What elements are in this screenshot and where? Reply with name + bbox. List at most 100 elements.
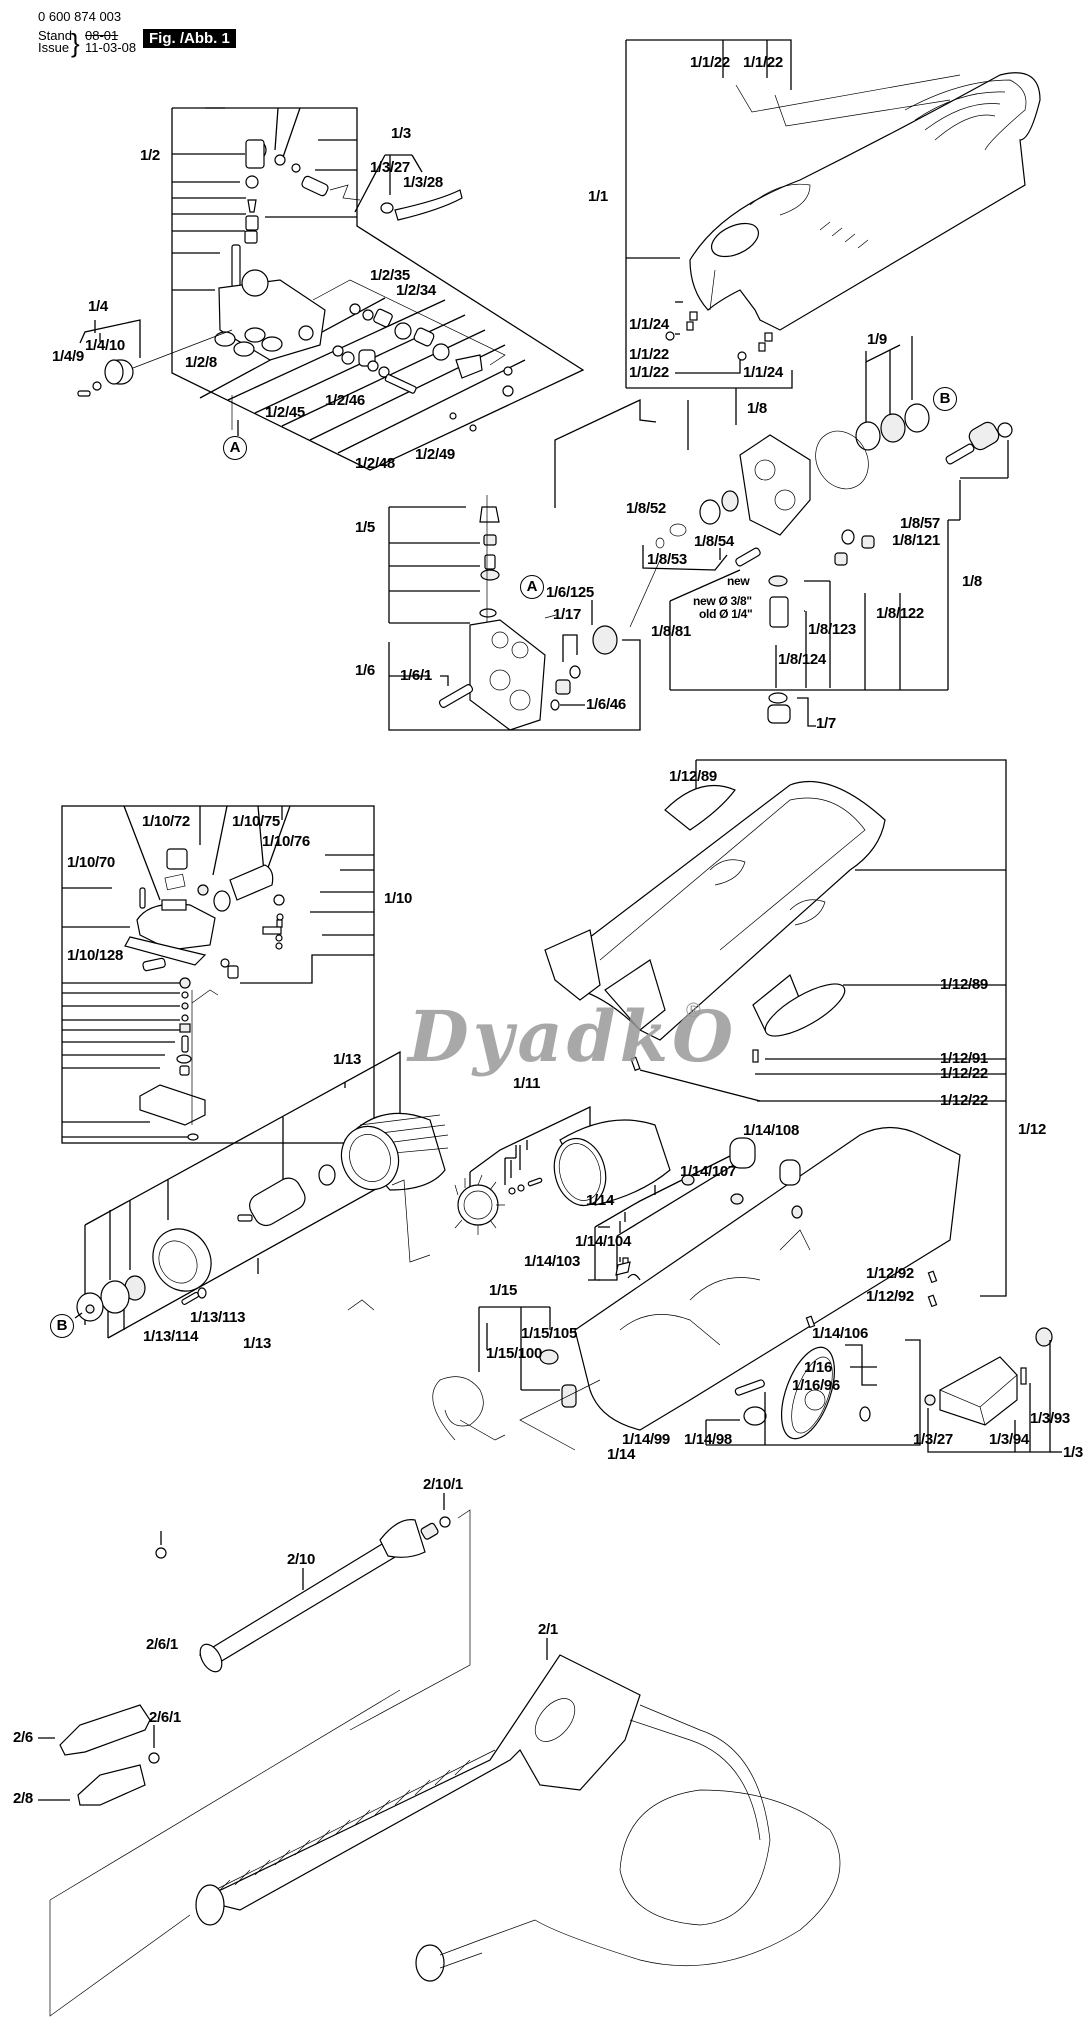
label-1-14-108: 1/14/108 xyxy=(743,1122,799,1139)
label-1-13-114: 1/13/114 xyxy=(143,1328,199,1345)
label-1-3-right: 1/3 xyxy=(1063,1444,1083,1461)
label-1-6-1: 1/6/1 xyxy=(400,667,432,684)
label-1-1-22-a: 1/1/22 xyxy=(690,54,730,71)
label-1-14-107: 1/14/107 xyxy=(680,1163,736,1180)
label-1-14-106: 1/14/106 xyxy=(812,1325,868,1342)
label-2-8: 2/8 xyxy=(13,1790,33,1807)
label-1-1-22-b: 1/1/22 xyxy=(743,54,783,71)
label-1-5: 1/5 xyxy=(355,519,375,536)
label-1-8-top: 1/8 xyxy=(747,400,767,417)
label-1-6-46: 1/6/46 xyxy=(586,696,626,713)
group-1-12-handle xyxy=(544,759,1007,1446)
label-1-14: 1/14 xyxy=(586,1192,614,1209)
label-1-9: 1/9 xyxy=(867,331,887,348)
group-1-5-1-6 xyxy=(388,495,661,731)
label-1-12-91: 1/12/91 xyxy=(940,1050,988,1067)
label-1-14-bottom: 1/14 xyxy=(607,1446,635,1463)
label-1-1-24-a: 1/1/24 xyxy=(629,316,669,333)
part-number: 0 600 874 003 xyxy=(38,9,122,24)
label-1-13-bottom: 1/13 xyxy=(243,1335,271,1352)
label-2-10-1: 2/10/1 xyxy=(423,1476,463,1493)
label-1-8-121: 1/8/121 xyxy=(892,532,940,549)
label-1-8-52: 1/8/52 xyxy=(626,500,666,517)
label-1-12-89-b: 1/12/89 xyxy=(940,976,988,993)
issue-label: Issue xyxy=(38,40,70,55)
label-1-15-105: 1/15/105 xyxy=(521,1325,577,1342)
label-1-2-35: 1/2/35 xyxy=(370,267,410,284)
label-1-15: 1/15 xyxy=(489,1282,517,1299)
label-1-14-99: 1/14/99 xyxy=(622,1431,670,1448)
label-1-10-75: 1/10/75 xyxy=(232,813,280,830)
label-1-10-70: 1/10/70 xyxy=(67,854,115,871)
callout-a-1-2: A xyxy=(223,436,247,460)
issue-value: 11-03-08 xyxy=(85,40,137,55)
label-1-6: 1/6 xyxy=(355,662,375,679)
label-1-13-113: 1/13/113 xyxy=(190,1309,246,1326)
brace-symbol: } xyxy=(71,28,80,58)
stand-value-struck: 08-01 xyxy=(85,28,119,43)
label-1-3-28: 1/3/28 xyxy=(403,174,443,191)
label-1-12-92-b: 1/12/92 xyxy=(866,1288,914,1305)
group-1-2-frame xyxy=(77,107,585,471)
label-1-3-27: 1/3/27 xyxy=(370,159,410,176)
label-1-7: 1/7 xyxy=(816,715,836,732)
label-1-16: 1/16 xyxy=(804,1359,832,1376)
label-1-8-123: 1/8/123 xyxy=(808,621,856,638)
label-1-2-49: 1/2/49 xyxy=(415,446,455,463)
label-1-2-48: 1/2/48 xyxy=(355,455,395,472)
figure-label: Fig. /Abb. 1 xyxy=(143,29,236,48)
label-2-10: 2/10 xyxy=(287,1551,315,1568)
label-2-6-1-a: 2/6/1 xyxy=(146,1636,178,1653)
stand-label: Stand xyxy=(38,28,72,43)
label-1-16-96: 1/16/96 xyxy=(792,1377,840,1394)
label-1-2-34: 1/2/34 xyxy=(396,282,436,299)
label-1-10-72: 1/10/72 xyxy=(142,813,190,830)
note-new: new xyxy=(727,574,750,588)
watermark: DyadkO xyxy=(408,995,738,1078)
callout-b-1-13: B xyxy=(50,1314,74,1338)
note-old-1-4: old Ø 1/4" xyxy=(699,607,753,621)
note-new-3-8: new Ø 3/8" xyxy=(693,594,752,608)
label-1-8-124: 1/8/124 xyxy=(778,651,826,668)
label-1-3-27-b: 1/3/27 xyxy=(913,1431,953,1448)
label-1-8-53: 1/8/53 xyxy=(647,551,687,568)
label-1-12-92-a: 1/12/92 xyxy=(866,1265,914,1282)
group-1-1-cover xyxy=(625,39,1041,389)
label-1-3-94: 1/3/94 xyxy=(989,1431,1029,1448)
label-1-1-22-c: 1/1/22 xyxy=(629,346,669,363)
label-1-10-128: 1/10/128 xyxy=(67,947,123,964)
group-1-3-capacitor xyxy=(924,1327,1062,1453)
label-1-15-100: 1/15/100 xyxy=(486,1345,542,1362)
callout-a-1-6: A xyxy=(520,575,544,599)
label-1-8-81: 1/8/81 xyxy=(651,623,691,640)
label-1-17: 1/17 xyxy=(553,606,581,623)
label-1-14-103: 1/14/103 xyxy=(524,1253,580,1270)
label-1-12: 1/12 xyxy=(1018,1121,1046,1138)
label-1-10: 1/10 xyxy=(384,890,412,907)
label-1-8-right: 1/8 xyxy=(962,573,982,590)
label-1-4-10: 1/4/10 xyxy=(85,337,125,354)
label-1-3: 1/3 xyxy=(391,125,411,142)
group-2-10-lance xyxy=(38,1493,471,1806)
label-1-12-22-a: 1/12/22 xyxy=(940,1065,988,1082)
label-1-2-8: 1/2/8 xyxy=(185,354,217,371)
label-1-1-22-d: 1/1/22 xyxy=(629,364,669,381)
label-1-2-46: 1/2/46 xyxy=(325,392,365,409)
registered-mark: ® xyxy=(686,1000,701,1022)
label-1-2-45: 1/2/45 xyxy=(265,404,305,421)
label-1-14-104: 1/14/104 xyxy=(575,1233,631,1250)
label-1-8-122: 1/8/122 xyxy=(876,605,924,622)
label-1-3-93: 1/3/93 xyxy=(1030,1410,1070,1427)
label-1-11: 1/11 xyxy=(513,1075,541,1092)
label-1-2: 1/2 xyxy=(140,147,160,164)
label-2-6: 2/6 xyxy=(13,1729,33,1746)
label-1-4-9: 1/4/9 xyxy=(52,348,84,365)
label-1-1: 1/1 xyxy=(588,188,608,205)
label-1-8-57: 1/8/57 xyxy=(900,515,940,532)
label-1-6-125: 1/6/125 xyxy=(546,584,594,601)
label-2-6-1-b: 2/6/1 xyxy=(149,1709,181,1726)
group-2-1-gun xyxy=(49,1638,841,2017)
label-1-14-98: 1/14/98 xyxy=(684,1431,732,1448)
group-1-14-1-15 xyxy=(432,1137,756,1451)
